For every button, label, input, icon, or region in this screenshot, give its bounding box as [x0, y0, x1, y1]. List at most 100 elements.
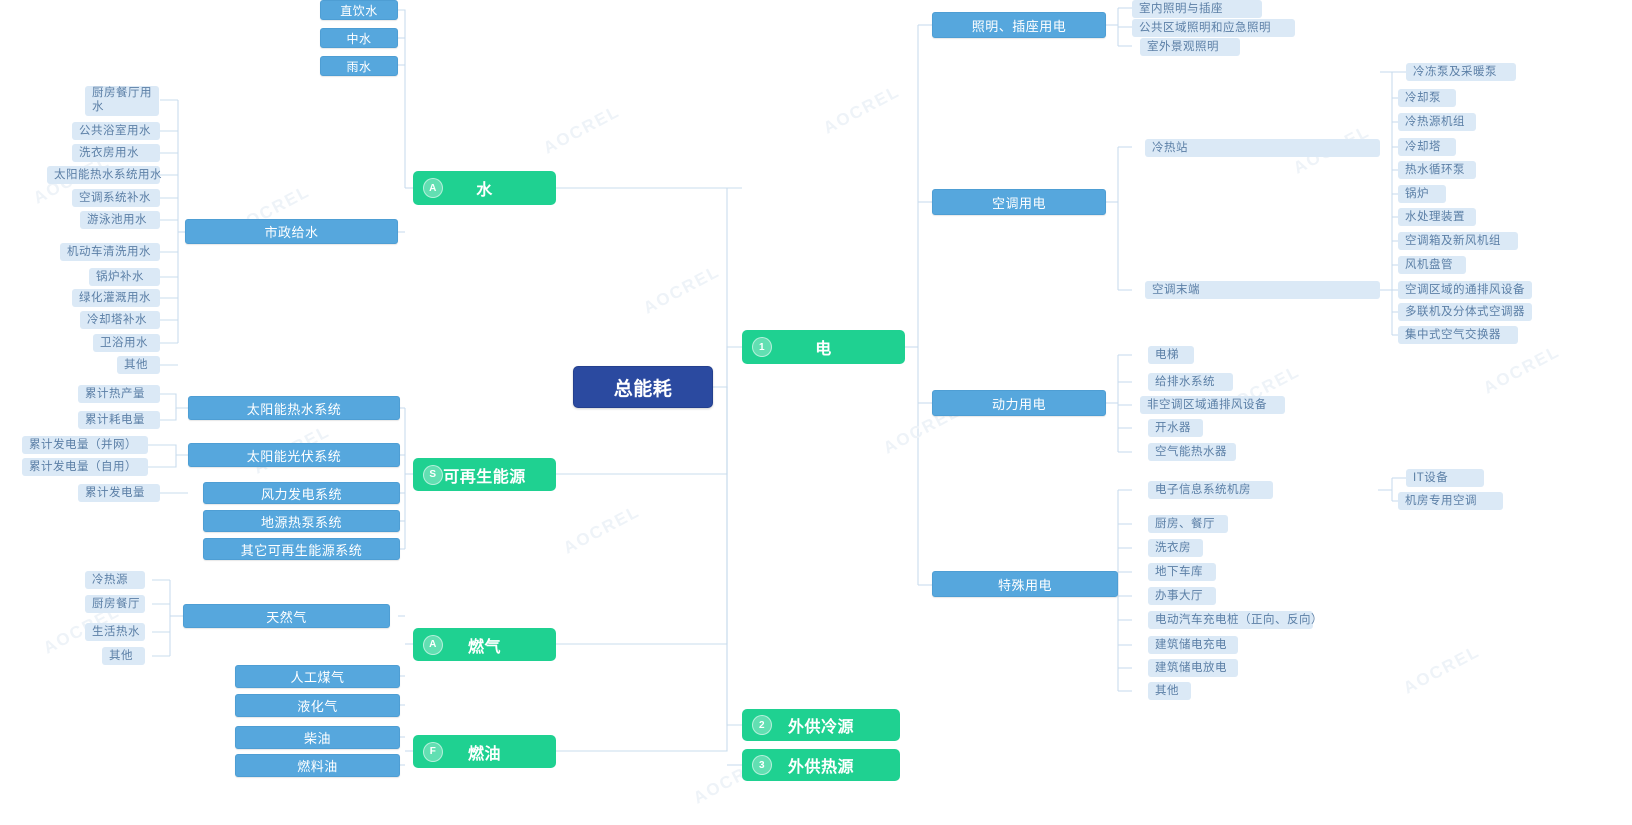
special-leaf-label: 电子信息系统机房 [1155, 483, 1251, 496]
renewable-metric-leaf[interactable]: 累计发电量（并网） [22, 436, 148, 454]
water-use-label: 厨房餐厅用水 [92, 87, 152, 113]
renewable-system-box[interactable]: 太阳能光伏系统 [188, 443, 400, 467]
ac-terminal-leaf[interactable]: 空调区域的通排风设备 [1398, 281, 1532, 299]
oil-type-label: 柴油 [303, 731, 331, 746]
gas-use-leaf[interactable]: 冷热源 [85, 571, 145, 589]
power-leaf[interactable]: 非空调区域通排风设备 [1140, 396, 1285, 414]
gas-use-leaf[interactable]: 厨房餐厅 [85, 595, 145, 613]
lighting-leaf[interactable]: 室外景观照明 [1140, 38, 1240, 56]
power-leaf[interactable]: 开水器 [1148, 419, 1203, 437]
special-leaf[interactable]: 地下车库 [1148, 563, 1216, 581]
lighting-leaf[interactable]: 公共区域照明和应急照明 [1132, 19, 1295, 37]
renewable-system-box[interactable]: 地源热泵系统 [203, 510, 400, 532]
renewable-system-label: 太阳能光伏系统 [246, 448, 342, 464]
water-use-leaf[interactable]: 游泳池用水 [80, 211, 160, 229]
cooling-station-leaf[interactable]: 冷却泵 [1398, 89, 1456, 107]
special-leaf-label: 厨房、餐厅 [1155, 517, 1215, 530]
special-leaf-label: 建筑储电放电 [1155, 661, 1227, 674]
it-room-leaf[interactable]: 机房专用空调 [1398, 492, 1503, 510]
water-municipal-box[interactable]: 市政给水 [185, 219, 398, 244]
ac-terminal-leaf[interactable]: 多联机及分体式空调器 [1398, 303, 1532, 321]
water-source-box[interactable]: 中水 [320, 28, 398, 48]
category-node-external-cooling[interactable]: 2 外供冷源 [742, 709, 900, 741]
renewable-metric-leaf[interactable]: 累计热产量 [78, 385, 160, 403]
renewable-metric-leaf[interactable]: 累计发电量（自用） [22, 458, 148, 476]
root-node-total-energy[interactable]: 总能耗 [573, 366, 713, 408]
cooling-station-leaf[interactable]: 冷冻泵及采暖泵 [1406, 63, 1516, 81]
electricity-branch-hvac[interactable]: 空调用电 [932, 189, 1106, 215]
cooling-station-leaf[interactable]: 锅炉 [1398, 185, 1446, 203]
water-use-leaf[interactable]: 绿化灌溉用水 [72, 289, 160, 307]
cooling-station-leaf[interactable]: 冷却塔 [1398, 138, 1456, 156]
hvac-group-ac-terminal[interactable]: 空调末端 [1145, 281, 1380, 299]
gas-other-box[interactable]: 液化气 [235, 694, 400, 717]
water-source-box[interactable]: 直饮水 [320, 0, 398, 20]
special-leaf[interactable]: 电动汽车充电桩（正向、反向） [1148, 611, 1323, 629]
ac-terminal-label: 多联机及分体式空调器 [1405, 305, 1525, 318]
oil-type-box[interactable]: 柴油 [235, 726, 400, 749]
special-leaf[interactable]: 办事大厅 [1148, 587, 1216, 605]
water-source-box[interactable]: 雨水 [320, 56, 398, 76]
category-node-gas[interactable]: A 燃气 [413, 628, 556, 661]
category-node-water[interactable]: A 水 [413, 171, 556, 205]
gas-natural-box[interactable]: 天然气 [183, 604, 390, 628]
category-badge-icon: 2 [752, 715, 772, 735]
cooling-station-leaf[interactable]: 风机盘管 [1398, 256, 1466, 274]
category-node-electricity[interactable]: 1 电 [742, 330, 905, 364]
renewable-system-label: 太阳能热水系统 [246, 401, 342, 417]
electricity-branch-lighting[interactable]: 照明、插座用电 [932, 12, 1106, 38]
special-leaf-label: 电动汽车充电桩（正向、反向） [1155, 613, 1323, 626]
hvac-group-cooling-station[interactable]: 冷热站 [1145, 139, 1380, 157]
water-use-leaf[interactable]: 其他 [117, 356, 160, 374]
special-leaf[interactable]: 建筑储电充电 [1148, 636, 1238, 654]
oil-type-box[interactable]: 燃料油 [235, 754, 400, 777]
hvac-group-label: 冷热站 [1152, 141, 1188, 154]
cooling-station-label: 冷却泵 [1405, 91, 1441, 104]
power-leaf-label: 空气能热水器 [1155, 445, 1227, 458]
water-use-leaf[interactable]: 锅炉补水 [89, 268, 160, 286]
power-leaf[interactable]: 空气能热水器 [1148, 443, 1236, 461]
lighting-leaf[interactable]: 室内照明与插座 [1132, 0, 1262, 18]
electricity-branch-special[interactable]: 特殊用电 [932, 571, 1118, 597]
gas-other-box[interactable]: 人工煤气 [235, 665, 400, 688]
special-leaf[interactable]: 电子信息系统机房 [1148, 481, 1273, 499]
water-use-leaf[interactable]: 公共浴室用水 [72, 122, 160, 140]
category-node-renewable[interactable]: S 可再生能源 [413, 458, 556, 491]
renewable-metric-label: 累计发电量（自用） [29, 460, 137, 473]
renewable-system-box[interactable]: 风力发电系统 [203, 482, 400, 504]
renewable-metric-leaf[interactable]: 累计发电量 [78, 484, 160, 502]
category-node-external-heating[interactable]: 3 外供热源 [742, 749, 900, 781]
cooling-station-leaf[interactable]: 空调箱及新风机组 [1398, 232, 1518, 250]
special-leaf[interactable]: 建筑储电放电 [1148, 659, 1238, 677]
special-leaf[interactable]: 厨房、餐厅 [1148, 515, 1228, 533]
cooling-station-label: 热水循环泵 [1405, 163, 1465, 176]
water-use-leaf[interactable]: 机动车清洗用水 [60, 243, 160, 261]
it-room-leaf[interactable]: IT设备 [1406, 469, 1484, 487]
water-use-leaf[interactable]: 冷却塔补水 [80, 311, 160, 329]
water-use-leaf[interactable]: 太阳能热水系统用水 [47, 166, 162, 184]
power-leaf-label: 电梯 [1155, 348, 1179, 361]
cooling-station-label: 冷却塔 [1405, 140, 1441, 153]
water-source-label: 直饮水 [340, 3, 378, 18]
power-leaf[interactable]: 电梯 [1148, 346, 1194, 364]
power-leaf[interactable]: 给排水系统 [1148, 373, 1233, 391]
renewable-metric-leaf[interactable]: 累计耗电量 [78, 411, 160, 429]
water-use-leaf[interactable]: 洗衣房用水 [72, 144, 160, 162]
electricity-branch-power[interactable]: 动力用电 [932, 390, 1106, 416]
water-use-leaf[interactable]: 空调系统补水 [72, 189, 160, 207]
water-use-leaf[interactable]: 厨房餐厅用水 [85, 86, 159, 116]
cooling-station-leaf[interactable]: 冷热源机组 [1398, 113, 1476, 131]
renewable-system-box[interactable]: 太阳能热水系统 [188, 396, 400, 420]
cooling-station-leaf[interactable]: 热水循环泵 [1398, 161, 1476, 179]
special-leaf[interactable]: 其他 [1148, 682, 1191, 700]
category-node-oil[interactable]: F 燃油 [413, 735, 556, 768]
gas-use-leaf[interactable]: 生活热水 [85, 623, 145, 641]
gas-use-leaf[interactable]: 其他 [102, 647, 145, 665]
renewable-metric-label: 累计发电量（并网） [29, 438, 137, 451]
cooling-station-leaf[interactable]: 水处理装置 [1398, 208, 1476, 226]
ac-terminal-leaf[interactable]: 集中式空气交换器 [1398, 326, 1518, 344]
renewable-system-box[interactable]: 其它可再生能源系统 [203, 538, 400, 560]
lighting-leaf-label: 公共区域照明和应急照明 [1139, 21, 1271, 34]
special-leaf[interactable]: 洗衣房 [1148, 539, 1203, 557]
water-use-leaf[interactable]: 卫浴用水 [93, 334, 160, 352]
